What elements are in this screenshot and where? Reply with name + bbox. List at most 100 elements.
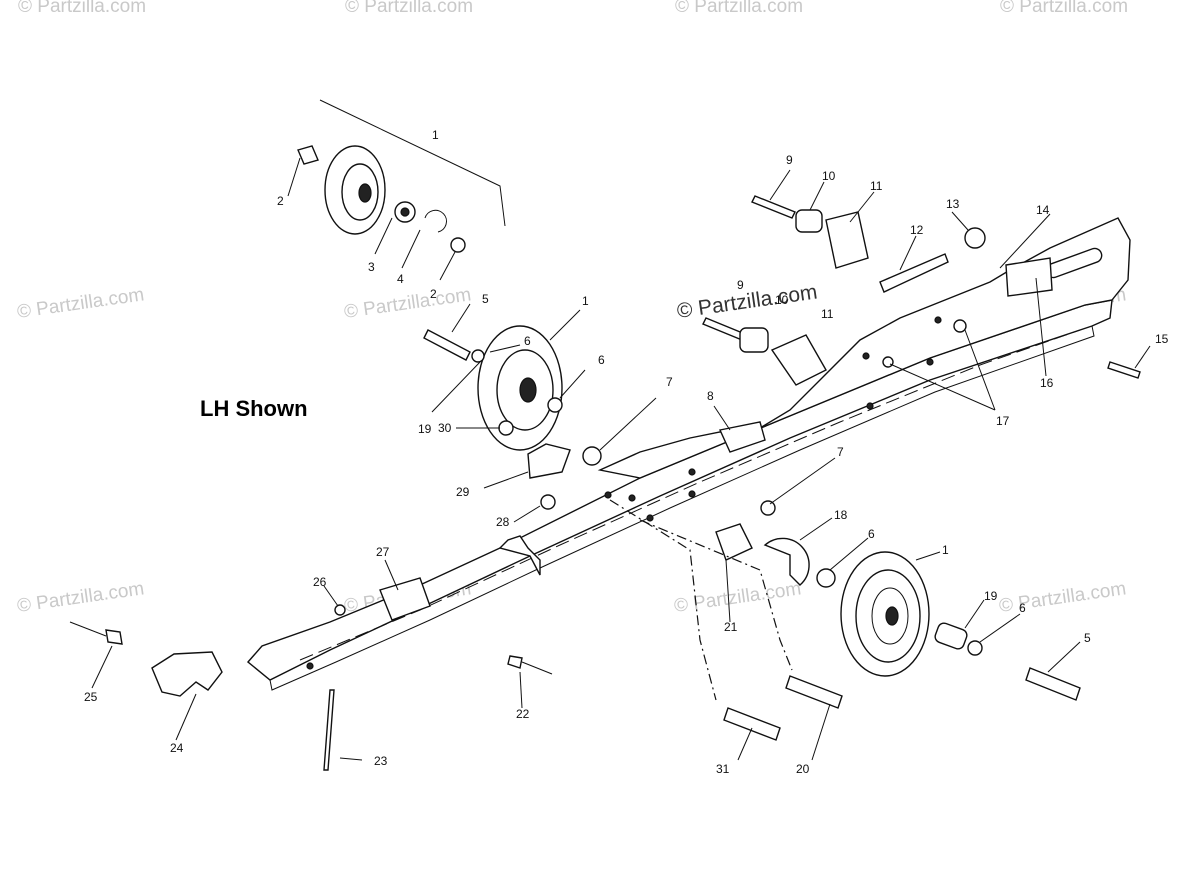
idler-wheel-middle bbox=[423, 325, 563, 451]
callout-label: 6 bbox=[1019, 601, 1026, 615]
wheel-bore bbox=[885, 606, 899, 626]
watermark: © Partzilla.com bbox=[1000, 0, 1128, 17]
washer bbox=[547, 397, 563, 413]
callout-label: 19 bbox=[418, 422, 432, 436]
callout-label: 5 bbox=[482, 292, 489, 306]
wear-block bbox=[718, 421, 766, 453]
wear-block bbox=[379, 577, 431, 621]
bushing bbox=[795, 209, 823, 233]
callout-label: 1 bbox=[432, 128, 439, 142]
spacer-roller bbox=[763, 537, 810, 586]
callout-label: 10 bbox=[775, 293, 789, 307]
plate bbox=[527, 443, 571, 479]
front-hardware bbox=[69, 577, 553, 771]
center-line bbox=[609, 499, 717, 701]
watermark: © Partzilla.com bbox=[998, 578, 1128, 617]
nut bbox=[760, 500, 776, 516]
nut bbox=[498, 420, 514, 436]
callout-label: 17 bbox=[996, 414, 1010, 428]
wheel-bolt bbox=[297, 145, 319, 165]
bolt bbox=[702, 317, 746, 341]
bracket-plate bbox=[1005, 257, 1053, 297]
watermark: © Partzilla.com bbox=[343, 284, 473, 323]
bolt bbox=[423, 329, 471, 361]
watermark: © Partzilla.com bbox=[18, 0, 146, 17]
washer bbox=[471, 349, 485, 363]
rail-hole bbox=[306, 662, 314, 670]
callout-label: 10 bbox=[822, 169, 836, 183]
rail-hole bbox=[934, 316, 942, 324]
callout-label: 11 bbox=[821, 307, 834, 321]
rivet-line bbox=[69, 621, 107, 637]
bracket bbox=[319, 99, 506, 227]
watermark: © Partzilla.com bbox=[345, 0, 473, 17]
rail-hole bbox=[688, 490, 696, 498]
bracket bbox=[715, 523, 753, 561]
bolt bbox=[1025, 667, 1081, 701]
nut bbox=[953, 319, 967, 333]
watermark: © Partzilla.com bbox=[16, 578, 146, 617]
watermark: © Partzilla.com bbox=[675, 0, 803, 17]
watermark-main: © Partzilla.com bbox=[675, 280, 818, 322]
rivet bbox=[507, 655, 523, 669]
pin bbox=[1107, 361, 1141, 379]
wheel-bore bbox=[358, 183, 372, 203]
callout-label: 7 bbox=[837, 445, 844, 459]
view-title: LH Shown bbox=[200, 396, 308, 421]
rail-lip bbox=[269, 325, 1095, 691]
snap-ring bbox=[424, 209, 447, 233]
callout-label: 13 bbox=[946, 197, 960, 211]
callout-label: 23 bbox=[374, 754, 388, 768]
nut bbox=[582, 446, 602, 466]
callout-label: 5 bbox=[1084, 631, 1091, 645]
washer bbox=[816, 568, 836, 588]
callout-label: 14 bbox=[1036, 203, 1050, 217]
rail-hole bbox=[646, 514, 654, 522]
rail-tip bbox=[151, 651, 223, 697]
leaders bbox=[91, 157, 1151, 761]
callout-label: 22 bbox=[516, 707, 530, 721]
spacer bbox=[934, 622, 968, 650]
nut bbox=[540, 494, 556, 510]
block bbox=[770, 334, 827, 386]
callout-label: 3 bbox=[368, 260, 375, 274]
nut bbox=[964, 227, 986, 249]
callout-label: 9 bbox=[737, 278, 744, 292]
callout-label: 2 bbox=[277, 194, 284, 208]
wheel-bore bbox=[519, 377, 537, 403]
wheel-groove bbox=[871, 587, 909, 645]
callout-label: 28 bbox=[496, 515, 510, 529]
callout-label: 11 bbox=[870, 179, 883, 193]
callout-label: 31 bbox=[716, 762, 730, 776]
callout-label: 29 bbox=[456, 485, 470, 499]
callout-label: 18 bbox=[834, 508, 848, 522]
nut bbox=[882, 356, 894, 368]
bushing bbox=[739, 327, 769, 353]
clip bbox=[334, 604, 346, 616]
callout-label: 8 bbox=[707, 389, 714, 403]
bolt bbox=[751, 195, 796, 219]
rail-hole bbox=[688, 468, 696, 476]
watermark: © Partzilla.com bbox=[16, 284, 146, 323]
watermark: © Partzilla.com bbox=[673, 578, 803, 617]
rail-holes bbox=[306, 316, 942, 670]
callout-label: 1 bbox=[942, 543, 949, 557]
callouts: 1 2 3 4 2 5 6 1 6 19 7 8 9 10 11 9 10 11… bbox=[84, 128, 1169, 776]
callout-label: 6 bbox=[524, 334, 531, 348]
limiter-hardware bbox=[702, 195, 1141, 386]
slide-rail bbox=[246, 299, 1113, 681]
rivet bbox=[105, 629, 123, 645]
rail-hole bbox=[866, 402, 874, 410]
callout-label: 20 bbox=[796, 762, 810, 776]
rail-hole bbox=[926, 358, 934, 366]
block bbox=[825, 211, 869, 269]
callout-label: 15 bbox=[1155, 332, 1169, 346]
rail-hole bbox=[862, 352, 870, 360]
callout-label: 7 bbox=[666, 375, 673, 389]
bolt bbox=[723, 707, 781, 741]
center-hardware bbox=[498, 420, 843, 741]
callout-label: 25 bbox=[84, 690, 98, 704]
callout-label: 9 bbox=[786, 153, 793, 167]
washer bbox=[450, 237, 466, 253]
